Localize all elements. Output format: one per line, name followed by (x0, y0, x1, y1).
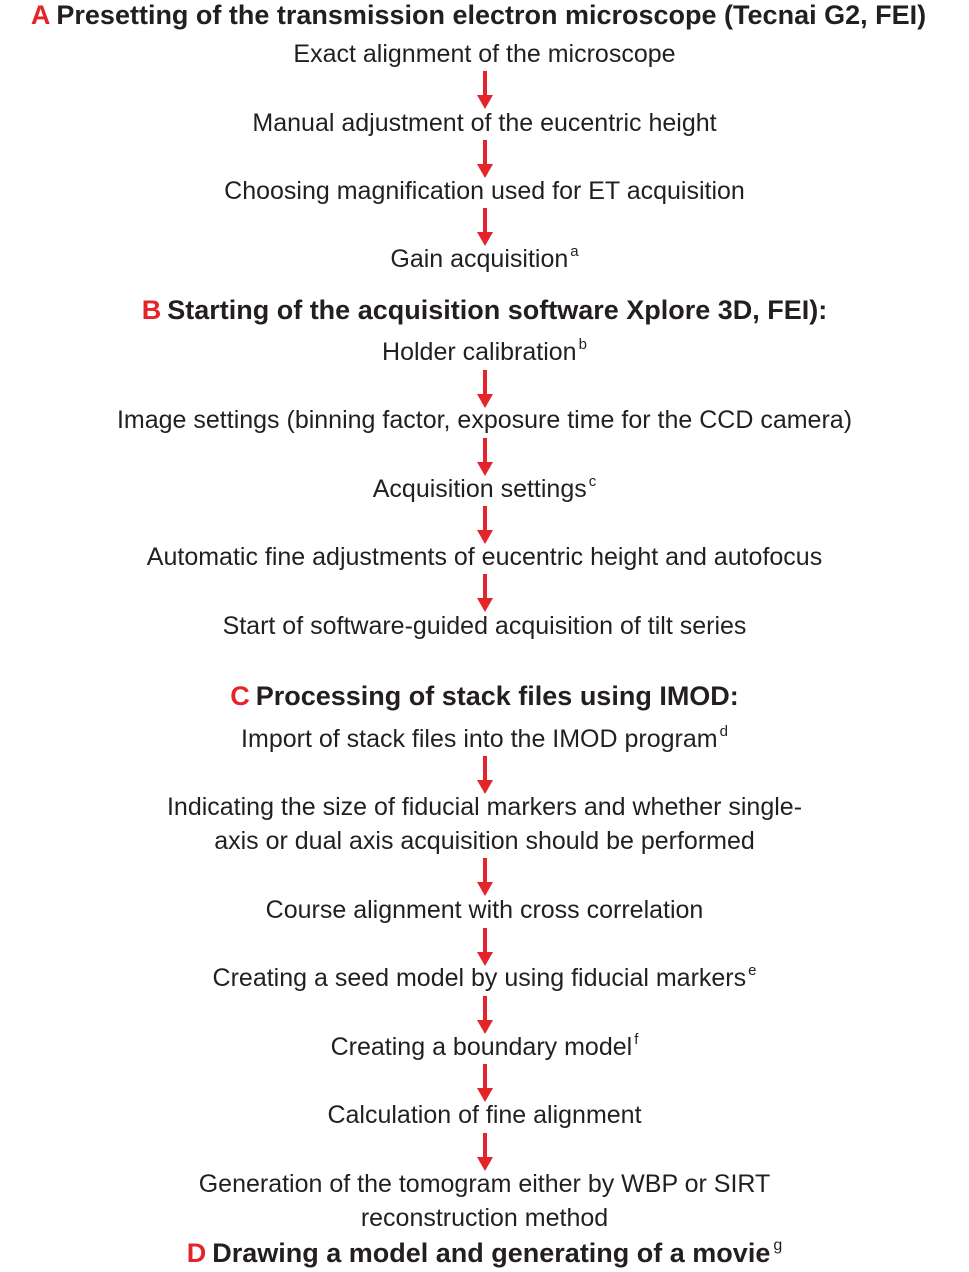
arrow-down-icon (477, 208, 493, 246)
step-a2: Manual adjustment of the eucentric heigh… (252, 109, 717, 137)
step-a1: Exact alignment of the microscope (293, 40, 676, 68)
footnote-marker: c (588, 473, 597, 490)
arrow-down-icon (477, 506, 493, 544)
arrow-down-icon (477, 928, 493, 966)
footnote-marker: e (748, 962, 757, 979)
step-a3: Choosing magnification used for ET acqui… (224, 177, 745, 205)
footnote-marker: f (634, 1031, 639, 1048)
step-c4: Creating a seed model by using fiducial … (212, 962, 757, 992)
step-b5: Start of software-guided acquisition of … (222, 612, 747, 640)
section-a-title: Presetting of the transmission electron … (56, 0, 927, 30)
section-letter-a: A (30, 0, 51, 30)
arrow-down-icon (477, 996, 493, 1034)
step-b4: Automatic fine adjustments of eucentric … (146, 543, 823, 571)
step-c6: Calculation of fine alignment (327, 1101, 642, 1129)
arrow-down-icon (477, 370, 493, 408)
arrow-down-icon (477, 1133, 493, 1171)
arrow-down-icon (477, 756, 493, 794)
footnote-marker: g (773, 1237, 783, 1254)
step-c1: Import of stack files into the IMOD prog… (241, 723, 728, 753)
footnote-marker: d (719, 723, 728, 740)
arrow-down-icon (477, 71, 493, 109)
step-c7: Generation of the tomogram either by WBP… (198, 1170, 771, 1198)
arrow-down-icon (477, 574, 493, 612)
arrow-down-icon (477, 140, 493, 178)
footnote-marker: b (578, 336, 587, 353)
step-c2-line2: axis or dual axis acquisition should be … (214, 827, 755, 855)
section-b-title: Starting of the acquisition software Xpl… (167, 295, 828, 325)
arrow-down-icon (477, 438, 493, 476)
arrow-down-icon (477, 1064, 493, 1102)
step-c7-line2: reconstruction method (360, 1204, 609, 1232)
section-letter-c: C (230, 681, 250, 711)
section-letter-d: D (186, 1238, 207, 1268)
footnote-marker: a (570, 243, 579, 260)
step-c3: Course alignment with cross correlation (265, 896, 704, 924)
section-letter-b: B (141, 295, 162, 325)
arrow-down-icon (477, 858, 493, 896)
section-d-title: Drawing a model and generating of a movi… (212, 1238, 771, 1268)
step-c2: Indicating the size of fiducial markers … (166, 793, 803, 821)
step-b2: Image settings (binning factor, exposure… (116, 406, 853, 434)
section-c-title: Processing of stack files using IMOD: (255, 681, 739, 711)
